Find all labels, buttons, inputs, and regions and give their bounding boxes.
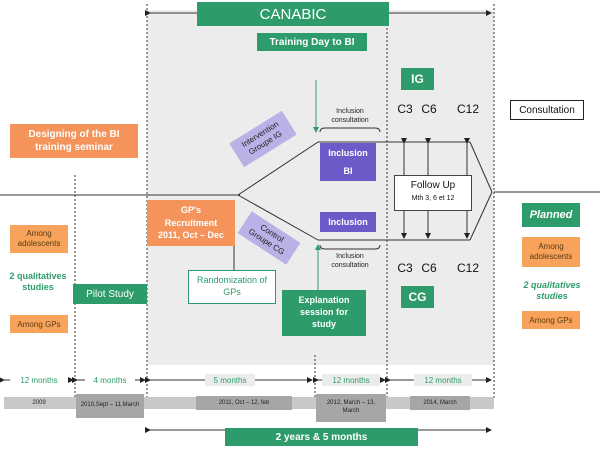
- date-label: 2009: [4, 397, 74, 409]
- consultation-box: Consultation: [510, 100, 584, 120]
- designing-box: Designing of the BI training seminar: [10, 124, 138, 158]
- duration-label: 4 months: [85, 374, 135, 386]
- duration-label: 5 months: [205, 374, 255, 386]
- date-label: 2011, Oct – 12, feb: [196, 396, 292, 410]
- date-label: 2010,Sept – 11,March: [76, 394, 144, 418]
- duration-label: 12 months: [322, 374, 380, 386]
- ig-badge: IG: [401, 68, 434, 90]
- right-among-gps-box: Among GPs: [522, 311, 580, 329]
- checkpoint-c6-top: C6: [421, 102, 437, 116]
- inclusion-bi-line1: Inclusion: [328, 148, 368, 158]
- checkpoint-c3-top: C3: [397, 102, 413, 116]
- duration-label: 12 months: [10, 374, 68, 386]
- checkpoint-c12-top: C12: [456, 102, 479, 116]
- checkpoint-c12-bottom: C12: [456, 261, 479, 275]
- inclusion-consultation-bottom: Inclusion consultation: [331, 252, 369, 269]
- checkpoint-c6-bottom: C6: [421, 261, 437, 275]
- training-day-label: Training Day to BI: [257, 33, 367, 51]
- total-duration-box: 2 years & 5 months: [225, 428, 418, 446]
- date-label: 2012, March – 13, March: [316, 394, 386, 422]
- checkpoint-c3-bottom: C3: [397, 261, 413, 275]
- duration-label: 12 months: [414, 374, 472, 386]
- qualitative-studies-label: 2 qualitatives studies: [9, 271, 67, 292]
- follow-up-sub: Mth 3, 6 et 12: [411, 195, 455, 202]
- among-adolescents-box: Among adolescents: [10, 225, 68, 253]
- follow-up-box: Follow Up Mth 3, 6 et 12: [394, 175, 472, 211]
- among-gps-box: Among GPs: [10, 315, 68, 333]
- right-qualitative-studies-label: 2 qualitatives studies: [523, 280, 581, 301]
- inclusion-consultation-top: Inclusion consultation: [331, 107, 369, 124]
- inclusion-bi-line2: BI: [343, 166, 353, 176]
- planned-box: Planned: [522, 203, 580, 227]
- date-label: 2014, March: [410, 396, 470, 410]
- right-among-adolescents-box: Among adolescents: [522, 237, 580, 267]
- inclusion-box: Inclusion: [320, 212, 376, 232]
- canabic-title: CANABIC: [197, 2, 389, 26]
- cg-badge: CG: [401, 286, 434, 308]
- randomization-box: Randomization of GPs: [188, 270, 276, 304]
- follow-up-title: Follow Up: [410, 180, 456, 191]
- explanation-session-box: Explanation session for study: [282, 290, 366, 336]
- pilot-study-box: Pilot Study: [73, 284, 147, 304]
- inclusion-bi-box: Inclusion BI: [320, 143, 376, 181]
- gp-recruitment-box: GP's Recruitment 2011, Oct – Dec: [147, 200, 235, 246]
